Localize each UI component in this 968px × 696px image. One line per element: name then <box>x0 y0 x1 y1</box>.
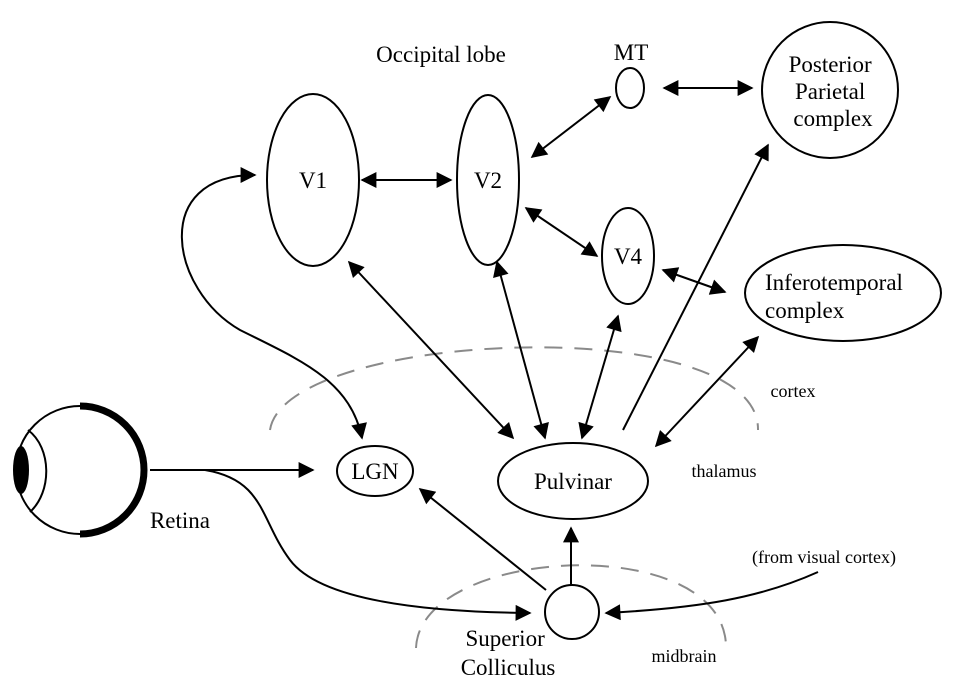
edge-v4-it <box>661 267 727 295</box>
edge-pulvinar-v1 <box>347 260 515 440</box>
node-pulvinar <box>497 442 649 520</box>
node-lgn <box>336 445 414 497</box>
label-mt: MT <box>614 40 649 65</box>
label-from-visual-cortex: (from visual cortex) <box>752 547 896 568</box>
node-inferotemporal <box>744 244 942 342</box>
edge-lgn-v1 <box>180 167 367 440</box>
node-superior-colliculus <box>544 584 600 640</box>
label-superior-colliculus: Superior Colliculus <box>461 626 556 680</box>
edge-pulvinar-it <box>654 335 760 448</box>
label-pulvinar: Pulvinar <box>534 469 612 494</box>
midbrain-boundary <box>415 564 728 651</box>
node-v4 <box>601 207 655 305</box>
edge-retina-sc <box>204 469 532 621</box>
label-lgn: LGN <box>351 459 399 484</box>
label-occipital-lobe: Occipital lobe <box>376 42 506 67</box>
label-v2: V2 <box>474 168 502 193</box>
label-retina: Retina <box>150 508 210 533</box>
label-cortex: cortex <box>771 381 816 401</box>
eye-icon <box>13 402 148 538</box>
edge-sc-lgn <box>418 487 547 591</box>
edge-pulvinar-v2 <box>493 260 549 440</box>
edge-pulvinar-ppc <box>622 143 769 431</box>
cortex-boundary <box>269 346 760 431</box>
edge-v2-mt <box>530 96 612 158</box>
node-v1 <box>266 93 360 267</box>
node-mt <box>615 67 645 109</box>
label-v4: V4 <box>614 244 643 269</box>
label-midbrain: midbrain <box>652 646 717 666</box>
edge-visual-cortex-sc <box>604 571 819 621</box>
edge-pulvinar-v4 <box>578 314 622 440</box>
label-inferotemporal: Inferotemporal complex <box>765 270 909 323</box>
edge-v2-v4 <box>524 207 599 257</box>
label-thalamus: thalamus <box>692 461 757 481</box>
label-v1: V1 <box>299 168 327 193</box>
node-v2 <box>456 94 520 266</box>
label-posterior-parietal: Posterior Parietal complex <box>789 52 878 131</box>
node-posterior-parietal <box>761 21 899 159</box>
